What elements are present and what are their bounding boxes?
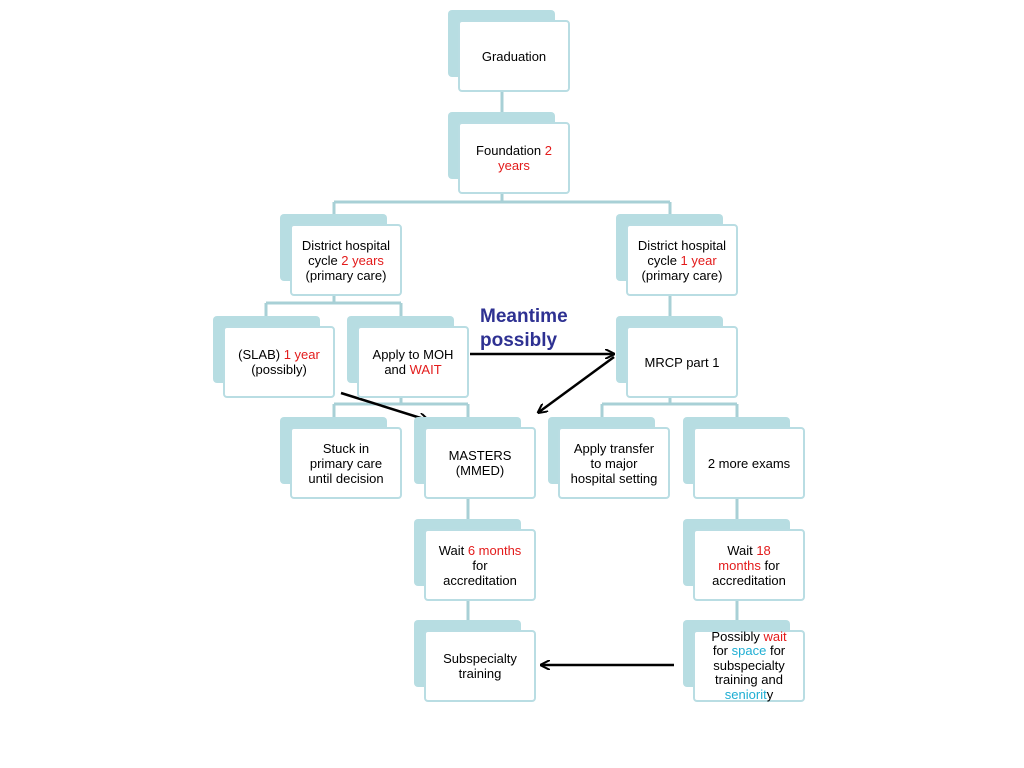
wait18-line3: accreditation — [712, 572, 786, 588]
district-right-line3: (primary care) — [641, 267, 723, 283]
district-left-line1: District hospital — [301, 237, 391, 253]
subspecialty-line1: Subspecialty — [443, 651, 517, 666]
wait6-duration: 6 months — [467, 542, 522, 558]
wait18-label: Wait — [727, 542, 757, 558]
node-stuck: Stuck in primary care until decision — [280, 417, 402, 499]
slab-label: (SLAB) — [238, 347, 284, 362]
slab-line2: (possibly) — [251, 362, 307, 377]
wait18-number: 18 — [756, 542, 771, 558]
stuck-line2: primary care — [309, 455, 383, 471]
possibly-label: Possibly — [711, 628, 764, 644]
apply-moh-wait: WAIT — [409, 362, 442, 377]
district-left-cycle: cycle — [308, 252, 342, 268]
stuck-line1: Stuck in — [322, 440, 370, 456]
graduation-text: Graduation — [481, 48, 547, 64]
node-possibly-wait: Possibly wait for space for subspecialty… — [683, 620, 805, 702]
district-left-duration: 2 years — [341, 252, 384, 268]
district-right-duration: 1 year — [680, 252, 717, 268]
two-more-text: 2 more exams — [707, 455, 791, 471]
apply-moh-and: and — [384, 362, 410, 377]
meantime-line1: Meantime — [480, 306, 568, 327]
wait6-label: Wait — [438, 542, 468, 558]
possibly-wait-word: wait — [763, 628, 787, 644]
possibly-seniority: seniorit — [724, 686, 767, 702]
node-mrcp: MRCP part 1 — [616, 316, 738, 398]
arrow-mrcp-to-masters — [539, 355, 615, 412]
foundation-duration: 2 years — [498, 143, 552, 173]
possibly-line3: subspecialty — [713, 657, 785, 673]
node-apply-transfer: Apply transfer to major hospital setting — [548, 417, 670, 499]
wait18-for: for — [760, 557, 780, 573]
district-left-line3: (primary care) — [305, 267, 387, 283]
node-masters: MASTERS (MMED) — [414, 417, 536, 499]
possibly-space: space — [731, 643, 767, 659]
district-right-line1: District hospital — [637, 237, 727, 253]
possibly-line4: training and — [715, 672, 783, 688]
node-graduation: Graduation — [448, 10, 570, 92]
wait6-line2: for — [472, 557, 488, 573]
apply-transfer-line1: Apply transfer — [573, 440, 655, 456]
district-right-cycle: cycle — [647, 252, 681, 268]
wait6-line3: accreditation — [443, 572, 517, 588]
meantime-line2: possibly — [480, 330, 558, 351]
slab-duration: 1 year — [283, 347, 320, 362]
node-subspecialty: Subspecialty training — [414, 620, 536, 702]
subspecialty-line2: training — [458, 666, 502, 681]
meantime-annotation: Meantime possibly — [480, 305, 568, 353]
node-foundation: Foundation 2 years — [448, 112, 570, 194]
apply-transfer-line3: hospital setting — [570, 470, 658, 486]
node-wait-18-months: Wait 18 months for accreditation — [683, 519, 805, 601]
apply-moh-line1: Apply to MOH — [372, 347, 454, 362]
foundation-label: Foundation — [476, 143, 545, 158]
node-slab: (SLAB) 1 year (possibly) — [213, 316, 335, 398]
node-two-more-exams: 2 more exams — [683, 417, 805, 499]
arrow-slab-to-masters — [340, 391, 427, 420]
node-wait-6-months: Wait 6 months for accreditation — [414, 519, 536, 601]
possibly-for: for — [712, 643, 732, 659]
mrcp-text: MRCP part 1 — [644, 354, 720, 370]
node-district-left: District hospital cycle 2 years (primary… — [280, 214, 402, 296]
wait18-months: months — [718, 557, 761, 573]
stuck-line3: until decision — [308, 470, 384, 486]
node-district-right: District hospital cycle 1 year (primary … — [616, 214, 738, 296]
possibly-seniority-end: y — [766, 686, 774, 702]
masters-line2: (MMED) — [455, 463, 505, 478]
apply-transfer-line2: to major — [590, 455, 638, 471]
node-apply-moh: Apply to MOH and WAIT — [347, 316, 469, 398]
possibly-for2: for — [766, 643, 786, 659]
masters-line1: MASTERS — [448, 448, 512, 463]
